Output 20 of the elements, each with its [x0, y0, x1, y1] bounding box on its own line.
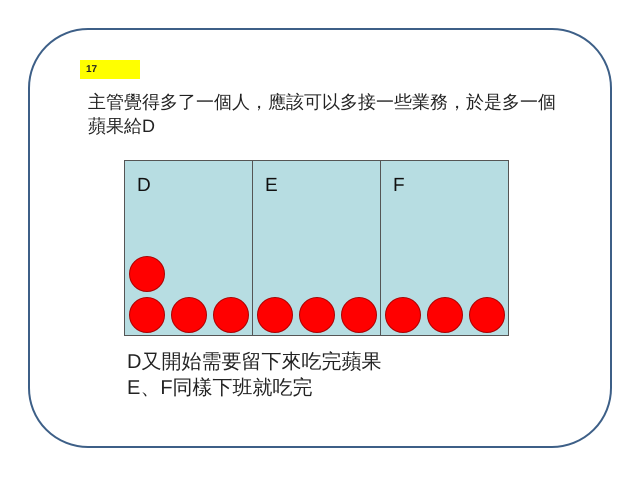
body-text: E、F同樣下班就吃完 [127, 376, 313, 401]
apple-circle [129, 256, 165, 292]
panel [124, 160, 253, 336]
panel-letter: F [393, 175, 405, 197]
apple-circle [299, 297, 335, 333]
apple-circle [427, 297, 463, 333]
heading-text: 主管覺得多了一個人，應該可以多接一些業務，於是多一個蘋果給D [88, 91, 557, 138]
apple-circle [257, 297, 293, 333]
apple-circle [171, 297, 207, 333]
apple-circle [341, 297, 377, 333]
apple-circle [469, 297, 505, 333]
panel-letter: D [137, 175, 151, 197]
apple-circle [385, 297, 421, 333]
body-text: D又開始需要留下來吃完蘋果 [127, 350, 382, 375]
panel-letter: E [265, 175, 278, 197]
apple-circle [129, 297, 165, 333]
apple-circle [213, 297, 249, 333]
panel [380, 160, 509, 336]
panel [252, 160, 381, 336]
slide-number: 17 [80, 60, 140, 79]
